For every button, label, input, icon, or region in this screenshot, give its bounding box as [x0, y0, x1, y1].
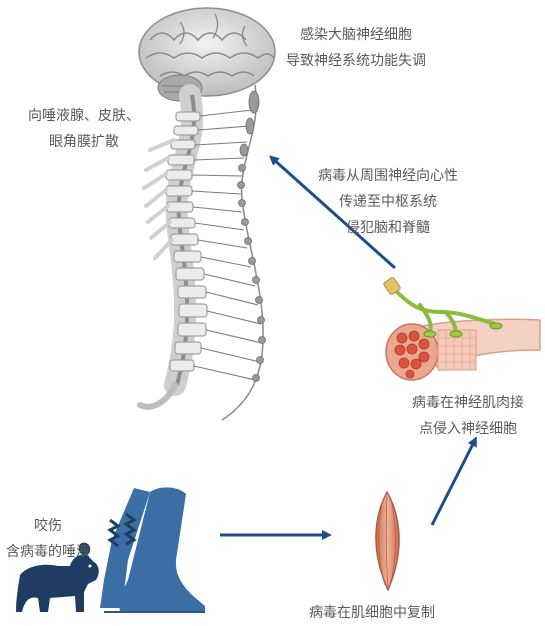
label-saliva-skin-cornea: 向唾液腺、皮肤、 眼角膜扩散 [28, 103, 140, 155]
label-bite-saliva: 咬伤 含病毒的唾液 [6, 513, 90, 565]
label-muscle-replication: 病毒在肌细胞中复制 [309, 600, 435, 626]
label-neuromuscular-invasion: 病毒在神经肌肉接 点侵入神经细胞 [412, 390, 524, 442]
label-brain-infection: 感染大脑神经细胞 导致神经系统功能失调 [286, 22, 426, 74]
muscle-cell-icon [376, 492, 399, 590]
label-centripetal-spread: 病毒从周围神经向心性 传递至中枢系统 侵犯脑和脊髓 [318, 163, 458, 241]
spinal-cord-icon [140, 85, 266, 420]
muscle-fiber-icon [383, 277, 540, 380]
leg-icon [100, 487, 205, 612]
